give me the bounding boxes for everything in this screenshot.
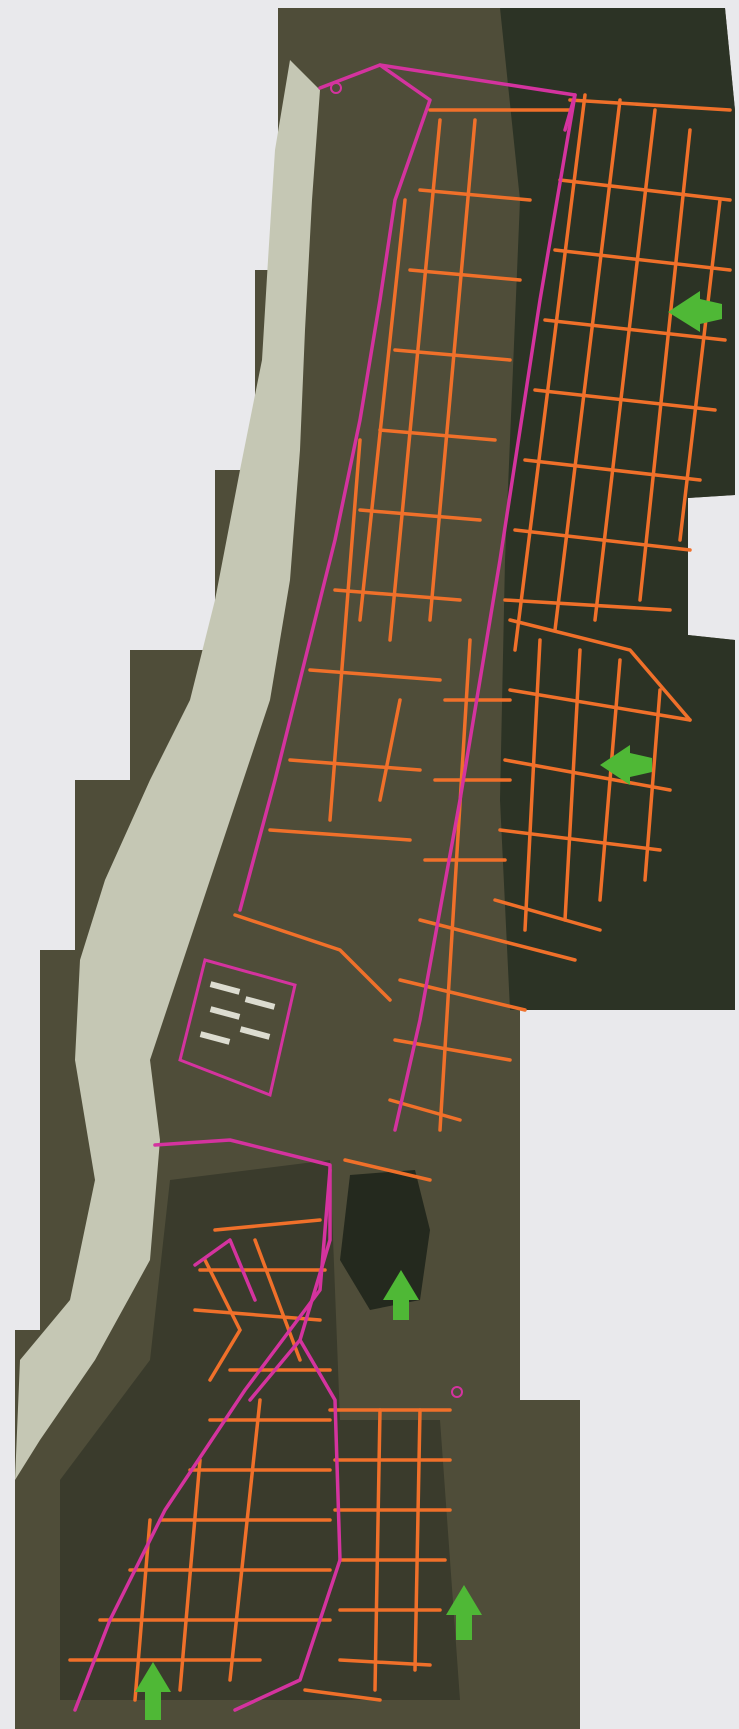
distribution-line — [408, 268, 522, 282]
distribution-line — [288, 758, 422, 772]
distribution-line — [508, 618, 692, 722]
distribution-line — [358, 198, 407, 622]
distribution-line — [493, 898, 602, 932]
distribution-line — [133, 1518, 152, 1702]
imagery-riverbed — [15, 60, 320, 1480]
distribution-line — [308, 668, 442, 682]
marker-circle — [330, 82, 342, 94]
distribution-line — [333, 588, 462, 602]
main-network — [73, 63, 577, 1712]
main-line-south-link — [153, 1138, 332, 1402]
facility-buildings — [199, 981, 276, 1045]
distribution-line — [498, 828, 662, 852]
distribution-line — [533, 388, 717, 412]
building — [199, 1031, 231, 1045]
distribution-line — [598, 658, 622, 902]
distribution-line — [523, 458, 702, 482]
main-line-west — [238, 63, 432, 912]
distribution-line — [563, 648, 582, 922]
distribution-line — [378, 698, 402, 802]
building — [209, 1006, 241, 1020]
distribution-line — [558, 178, 732, 202]
distribution-line — [553, 248, 732, 272]
distribution-line — [553, 98, 622, 632]
distribution-line — [513, 93, 587, 652]
distribution-line — [228, 1398, 262, 1682]
main-line-south-west — [73, 1168, 332, 1712]
distribution-line — [513, 528, 692, 552]
imagery-forest-patch — [340, 1170, 430, 1310]
distribution-line — [508, 688, 692, 722]
arrow-left-icon — [668, 291, 722, 332]
arrow-up-icon — [446, 1585, 482, 1640]
distribution-line — [203, 1258, 242, 1382]
arrow-up-icon — [135, 1662, 171, 1720]
distribution-line — [413, 1408, 422, 1672]
distribution-line — [378, 428, 497, 442]
distribution-line — [388, 118, 442, 642]
distribution-line — [418, 918, 577, 962]
main-line-connector — [193, 1238, 257, 1302]
main-line-east-road — [393, 93, 577, 1132]
distribution-line — [428, 118, 477, 622]
imagery-village-south — [60, 1160, 460, 1700]
arrow-left-icon — [600, 745, 652, 785]
distribution-line — [268, 828, 412, 842]
distribution-line — [568, 98, 732, 112]
distribution-line — [593, 108, 657, 622]
distribution-line — [438, 638, 472, 1132]
distribution-line — [303, 1688, 382, 1702]
arrow-up-icon — [383, 1270, 419, 1320]
distribution-network — [68, 93, 732, 1702]
distribution-line — [233, 913, 392, 1002]
distribution-line — [643, 688, 662, 882]
distribution-line — [253, 1238, 302, 1362]
satellite-imagery — [15, 8, 735, 1729]
distribution-line — [178, 1458, 202, 1692]
direction-arrows — [135, 291, 722, 1720]
distribution-line — [523, 638, 542, 932]
building — [244, 996, 276, 1010]
facility-enclosure — [178, 958, 297, 1098]
distribution-line — [543, 318, 727, 342]
distribution-line — [418, 188, 532, 202]
distribution-line — [373, 1408, 382, 1692]
imagery-east-forest — [500, 8, 735, 1010]
distribution-line — [503, 598, 672, 612]
main-line-south-east — [233, 1338, 342, 1712]
distribution-line — [398, 978, 527, 1012]
distribution-line — [678, 198, 722, 542]
distribution-line — [638, 128, 692, 602]
distribution-line — [343, 1158, 432, 1182]
distribution-line — [328, 438, 362, 822]
distribution-line — [213, 1218, 322, 1232]
building — [209, 981, 241, 995]
building — [239, 1026, 271, 1040]
marker-circle — [451, 1386, 463, 1398]
distribution-line — [358, 508, 482, 522]
point-markers — [330, 82, 463, 1398]
